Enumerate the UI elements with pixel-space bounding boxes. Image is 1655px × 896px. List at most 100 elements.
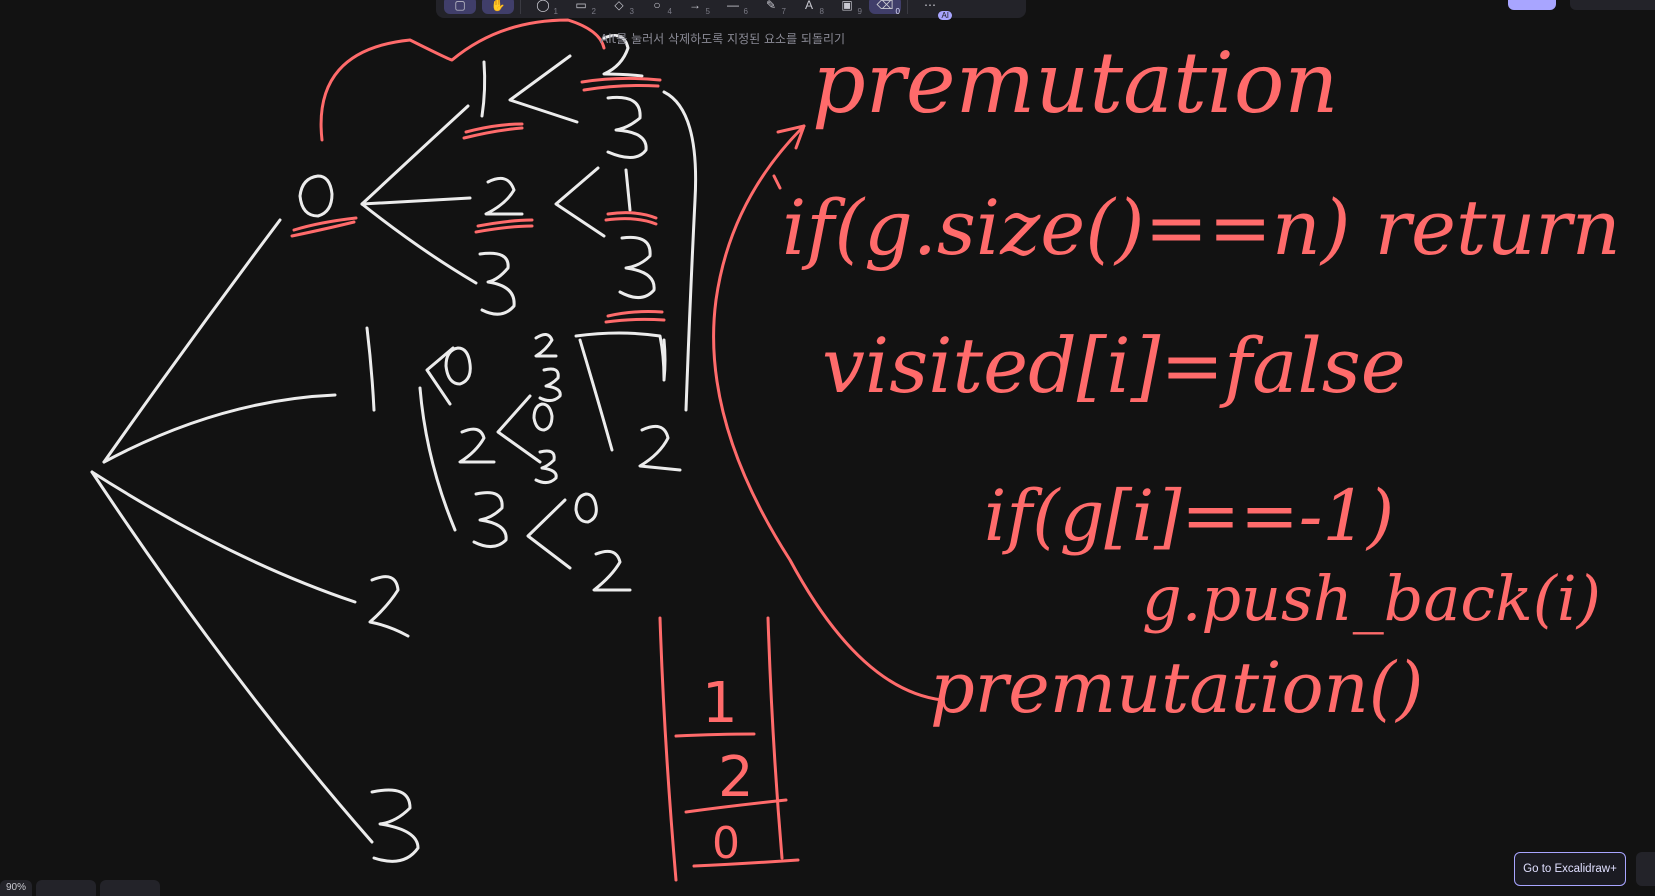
title-premutation: premutation bbox=[812, 34, 1339, 132]
main-toolbar: ▢ ✋ ◯ 1 ▭ 2 ◇ 3 ○ 4 → 5 — 6 ✎ bbox=[436, 0, 1026, 20]
stack-divider bbox=[692, 858, 800, 868]
square-icon: ▭ bbox=[575, 0, 587, 12]
diamond-icon: ◇ bbox=[614, 0, 624, 12]
image-icon: ▣ bbox=[841, 0, 853, 12]
text-icon: A bbox=[804, 0, 813, 12]
tool-key: 5 bbox=[705, 7, 710, 16]
help-button[interactable] bbox=[1636, 852, 1655, 886]
tree-edge bbox=[578, 338, 614, 452]
digit-2 bbox=[638, 424, 682, 472]
digit-3 bbox=[534, 449, 558, 485]
tree-edge bbox=[90, 470, 374, 844]
digit-0 bbox=[532, 402, 554, 432]
strike-scribble bbox=[604, 310, 666, 324]
digit-2 bbox=[368, 575, 410, 638]
diamond-tool[interactable]: ◇ 3 bbox=[603, 0, 635, 16]
tree-edge bbox=[418, 386, 457, 532]
hand-icon: ✋ bbox=[490, 0, 506, 12]
digit-3 bbox=[538, 367, 562, 403]
stack-items: 1 2 0 bbox=[702, 671, 754, 869]
line-icon: — bbox=[727, 0, 739, 12]
code-line-if: if(g[i]==-1) bbox=[984, 475, 1394, 557]
tool-key: 9 bbox=[857, 7, 862, 16]
tool-key: 3 bbox=[629, 7, 634, 16]
rectangle-tool[interactable]: ▭ 2 bbox=[565, 0, 597, 16]
stack-divider bbox=[674, 732, 756, 738]
red-text-group: premutation if(g.size()==n) return visit… bbox=[782, 34, 1621, 729]
tree-edge bbox=[360, 196, 472, 206]
stack-wall bbox=[658, 616, 678, 882]
code-line-recurse: premutation() bbox=[930, 647, 1423, 729]
strike-scribble bbox=[462, 122, 524, 140]
more-tools[interactable]: ⋯ AI bbox=[914, 0, 952, 20]
digit-2 bbox=[534, 333, 558, 358]
code-line-push: g.push_back(i) bbox=[1142, 562, 1601, 635]
library-button[interactable] bbox=[1570, 0, 1655, 10]
tool-key: 7 bbox=[781, 7, 786, 16]
tool-key: 2 bbox=[591, 7, 596, 16]
strike-scribble bbox=[290, 216, 358, 238]
eraser-hint: Alt를 눌러서 삭제하도록 지정된 요소를 되돌리기 bbox=[600, 32, 846, 46]
digit-3 bbox=[606, 95, 648, 159]
ai-badge: AI bbox=[938, 11, 952, 20]
lock-icon: ▢ bbox=[454, 0, 466, 12]
tree-edge bbox=[360, 202, 478, 285]
stack-item: 0 bbox=[712, 818, 740, 869]
selection-tool[interactable]: ◯ 1 bbox=[527, 0, 559, 16]
pointer-icon: ◯ bbox=[536, 0, 550, 12]
tree-edge bbox=[360, 104, 470, 206]
strike-scribble bbox=[474, 218, 534, 234]
digit-0 bbox=[298, 174, 334, 218]
branch-bracket bbox=[554, 166, 606, 238]
stack-divider bbox=[684, 798, 788, 814]
arrow-tool[interactable]: → 5 bbox=[679, 0, 711, 16]
digit-0 bbox=[574, 492, 598, 524]
strike-scribble bbox=[580, 76, 662, 92]
tree-edge bbox=[102, 218, 282, 464]
go-to-excalidraw-plus-button[interactable]: Go to Excalidraw+ bbox=[1514, 852, 1626, 886]
redo-button[interactable] bbox=[100, 880, 161, 896]
red-arc bbox=[319, 18, 606, 142]
digit-3 bbox=[478, 251, 516, 316]
recursion-arrow bbox=[712, 124, 944, 702]
stack-item: 1 bbox=[702, 671, 738, 736]
digit-0 bbox=[444, 346, 472, 386]
toolbar-divider bbox=[520, 0, 521, 14]
digit-3 bbox=[618, 235, 656, 299]
bracket-curve bbox=[662, 90, 698, 412]
tool-key: 4 bbox=[667, 7, 672, 16]
arrow-head bbox=[776, 124, 806, 150]
stack-item: 2 bbox=[718, 745, 754, 810]
zoom-level[interactable]: 90% bbox=[0, 880, 33, 896]
strike-scribble bbox=[604, 211, 658, 226]
branch-bracket bbox=[508, 54, 579, 124]
digit-3 bbox=[472, 491, 508, 548]
tool-key: 6 bbox=[743, 7, 748, 16]
toolbar-divider bbox=[907, 0, 908, 14]
image-tool[interactable]: ▣ 9 bbox=[831, 0, 863, 16]
text-tool[interactable]: A 8 bbox=[793, 0, 825, 16]
hand-tool[interactable]: ✋ bbox=[482, 0, 514, 14]
ellipse-tool[interactable]: ○ 4 bbox=[641, 0, 673, 16]
digit-1 bbox=[365, 326, 376, 412]
pencil-icon: ✎ bbox=[765, 0, 777, 12]
undo-button[interactable] bbox=[36, 880, 97, 896]
lock-tool[interactable]: ▢ bbox=[444, 0, 476, 14]
stack-wall bbox=[766, 616, 784, 860]
branch-bracket bbox=[425, 346, 455, 406]
share-button[interactable] bbox=[1508, 0, 1556, 10]
code-line-visited: visited[i]=false bbox=[822, 321, 1406, 410]
eraser-tool[interactable]: ⌫ 0 bbox=[869, 0, 901, 16]
white-ink-group bbox=[90, 34, 698, 863]
tool-key: 8 bbox=[819, 7, 824, 16]
tool-key: 1 bbox=[553, 7, 558, 16]
tree-edge bbox=[90, 470, 357, 604]
draw-tool[interactable]: ✎ 7 bbox=[755, 0, 787, 16]
digit-1 bbox=[624, 168, 632, 212]
line-tool[interactable]: — 6 bbox=[717, 0, 749, 16]
digit-1 bbox=[480, 60, 487, 118]
digit-2 bbox=[602, 34, 644, 78]
branch-bracket bbox=[496, 394, 542, 464]
